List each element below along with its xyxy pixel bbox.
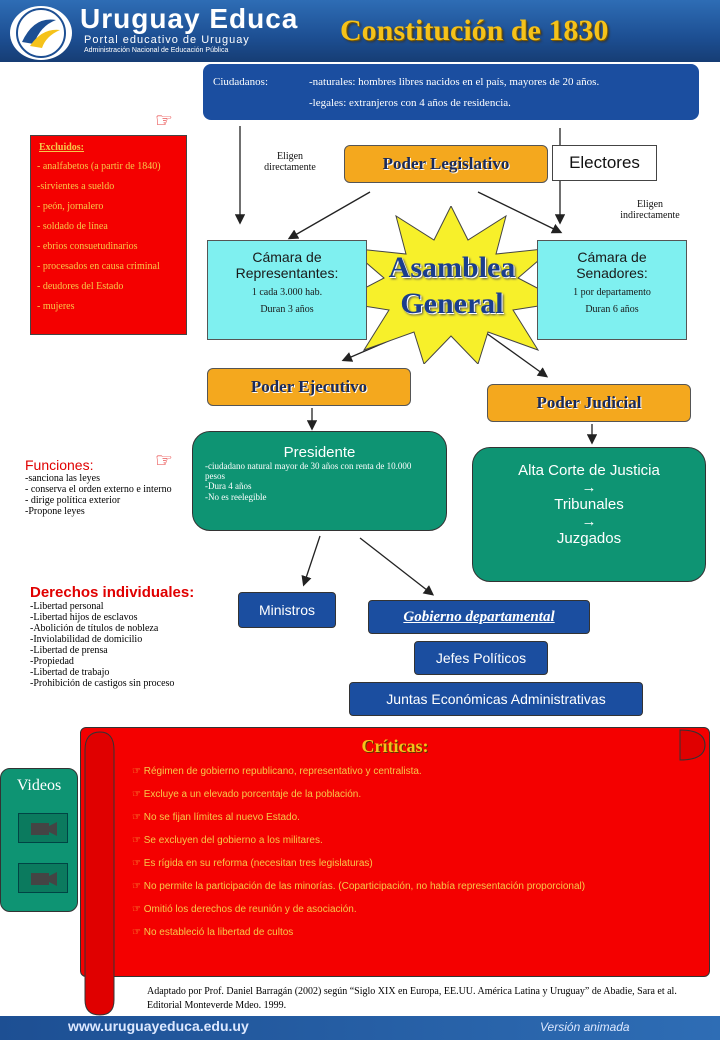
ciudadanos-label: Ciudadanos: <box>213 76 268 88</box>
presidente-line: -ciudadano natural mayor de 30 años con … <box>205 461 412 481</box>
video-camera-icon[interactable] <box>18 863 68 893</box>
eligen-indirectamente-label: Eligen indirectamente <box>620 199 680 221</box>
poder-ejecutivo-box[interactable]: Poder Ejecutivo <box>207 368 411 406</box>
video-camera-icon[interactable] <box>18 813 68 843</box>
criticas-item: ☞ No permite la participación de las min… <box>132 881 586 892</box>
poder-legislativo-box[interactable]: Poder Legislativo <box>344 145 548 183</box>
funciones-item: -sanciona las leyes <box>25 473 100 484</box>
footer-bar <box>0 1016 720 1040</box>
jefes-politicos-box[interactable]: Jefes Políticos <box>414 641 548 675</box>
presidente-title: Presidente <box>283 444 356 461</box>
logo-subtitle-2: Administración Nacional de Educación Púb… <box>84 47 229 54</box>
presidente-line: -Dura 4 años <box>205 481 252 491</box>
derechos-item: -Propiedad <box>30 656 74 667</box>
criticas-item: ☞ No estableció la libertad de cultos <box>132 927 294 938</box>
down-arrow-icon: → <box>581 479 597 496</box>
criticas-title: Críticas: <box>361 736 429 756</box>
excluidos-item: - ebrios consuetudinarios <box>37 241 138 252</box>
funciones-item: -Propone leyes <box>25 506 85 517</box>
presidente-box[interactable]: Presidente -ciudadano natural mayor de 3… <box>192 431 447 531</box>
criticas-list: ☞ Régimen de gobierno republicano, repre… <box>132 765 692 949</box>
logo-subtitle: Portal educativo de Uruguay <box>84 34 250 46</box>
derechos-item: -Libertad de trabajo <box>30 667 110 678</box>
judicial-hierarchy-box[interactable]: Alta Corte de Justicia → Tribunales → Ju… <box>472 447 706 582</box>
tribunales-label: Tribunales <box>554 496 624 513</box>
camara-senadores-box[interactable]: Cámara de Senadores: 1 por departamento … <box>537 240 687 340</box>
funciones-title: Funciones: <box>25 457 94 473</box>
gobierno-departamental-box[interactable]: Gobierno departamental <box>368 600 590 634</box>
excluidos-item: - analfabetos (a partir de 1840) <box>37 161 161 172</box>
criticas-item: ☞ Es rígida en su reforma (necesitan tre… <box>132 858 373 869</box>
derechos-item: -Libertad de prensa <box>30 645 108 656</box>
arrow-legislativo-senadores <box>477 191 563 234</box>
derechos-list: Derechos individuales: -Libertad persona… <box>30 584 230 689</box>
logo-title: Uruguay Educa <box>80 3 299 34</box>
pointing-hand-icon: ☞ <box>132 858 141 869</box>
ministros-box[interactable]: Ministros <box>238 592 336 628</box>
presidente-line: -No es reelegible <box>205 492 267 502</box>
derechos-item: -Prohibición de castigos sin proceso <box>30 678 175 689</box>
ciudadanos-box: Ciudadanos: -naturales: hombres libres n… <box>203 64 699 120</box>
videos-label: Videos <box>16 777 62 794</box>
ciudadanos-naturales: -naturales: hombres libres nacidos en el… <box>309 76 600 88</box>
excluidos-title: Excluidos: <box>39 142 85 153</box>
arrow-presidente-gobierno <box>359 537 435 596</box>
criticas-item: ☞ Se excluyen del gobierno a los militar… <box>132 835 323 846</box>
funciones-list: Funciones: -sanciona las leyes - conserv… <box>25 457 185 517</box>
criticas-item: ☞ Régimen de gobierno republicano, repre… <box>132 766 422 777</box>
criticas-item: ☞ No se fijan límites al nuevo Estado. <box>132 812 300 823</box>
arrow-presidente-ministros <box>301 535 321 587</box>
pointing-hand-icon: ☞ <box>132 904 141 915</box>
criticas-item: ☞ Omitió los derechos de reunión y de as… <box>132 904 357 915</box>
excluidos-box: Excluidos: - analfabetos (a partir de 18… <box>30 135 187 335</box>
page-title: Constitución de 1830 <box>340 14 609 47</box>
poder-judicial-box[interactable]: Poder Judicial <box>487 384 691 422</box>
pointing-hand-icon: ☞ <box>132 881 141 892</box>
header-bar <box>0 0 720 62</box>
pointing-hand-icon[interactable]: ☞ <box>155 450 173 472</box>
pointing-hand-icon: ☞ <box>132 789 141 800</box>
derechos-item: -Inviolabilidad de domicilio <box>30 634 143 645</box>
derechos-item: -Libertad hijos de esclavos <box>30 612 138 623</box>
electores-box[interactable]: Electores <box>552 145 657 181</box>
asamblea-star-shape <box>338 206 564 364</box>
juzgados-label: Juzgados <box>556 530 622 547</box>
alta-corte-label: Alta Corte de Justicia <box>518 462 660 479</box>
funciones-item: - dirige política exterior <box>25 495 121 506</box>
ciudadanos-legales: -legales: extranjeros con 4 años de resi… <box>309 97 511 109</box>
down-arrow-icon: → <box>581 513 597 530</box>
derechos-item: -Abolición de títulos de nobleza <box>30 623 159 634</box>
criticas-scroll <box>80 727 710 977</box>
derechos-item: -Libertad personal <box>30 601 104 612</box>
uruguay-educa-logo <box>10 6 72 60</box>
juntas-box[interactable]: Juntas Económicas Administrativas <box>349 682 643 716</box>
asamblea-general-label[interactable]: Asamblea General <box>388 251 516 320</box>
excluidos-item: - procesados en causa criminal <box>37 261 160 272</box>
pointing-hand-icon: ☞ <box>132 927 141 938</box>
footer-url[interactable]: www.uruguayeduca.edu.uy <box>68 1018 249 1034</box>
eligen-directamente-label: Eligen directamente <box>264 151 316 173</box>
scroll-curl-shapes <box>84 729 706 1016</box>
criticas-item: ☞ Excluye a un elevado porcentaje de la … <box>132 789 362 800</box>
derechos-title: Derechos individuales: <box>30 584 195 601</box>
pointing-hand-icon: ☞ <box>132 812 141 823</box>
excluidos-item: - deudores del Estado <box>37 281 124 292</box>
version-animada-link[interactable]: Versión animada <box>540 1020 630 1034</box>
excluidos-item: - peón, jornalero <box>37 201 104 212</box>
pointing-hand-icon: ☞ <box>132 766 141 777</box>
funciones-item: - conserva el orden externo e interno <box>25 484 172 495</box>
camara-representantes-box[interactable]: Cámara de Representantes: 1 cada 3.000 h… <box>207 240 367 340</box>
reference-text: Adaptado por Prof. Daniel Barragán (2002… <box>147 986 677 1011</box>
excluidos-item: - mujeres <box>37 301 75 312</box>
excluidos-item: -sirvientes a sueldo <box>37 181 115 192</box>
pointing-hand-icon: ☞ <box>132 835 141 846</box>
pointing-hand-icon[interactable]: ☞ <box>155 110 173 132</box>
excluidos-item: - soldado de línea <box>37 221 108 232</box>
arrow-legislativo-representantes <box>287 191 371 240</box>
